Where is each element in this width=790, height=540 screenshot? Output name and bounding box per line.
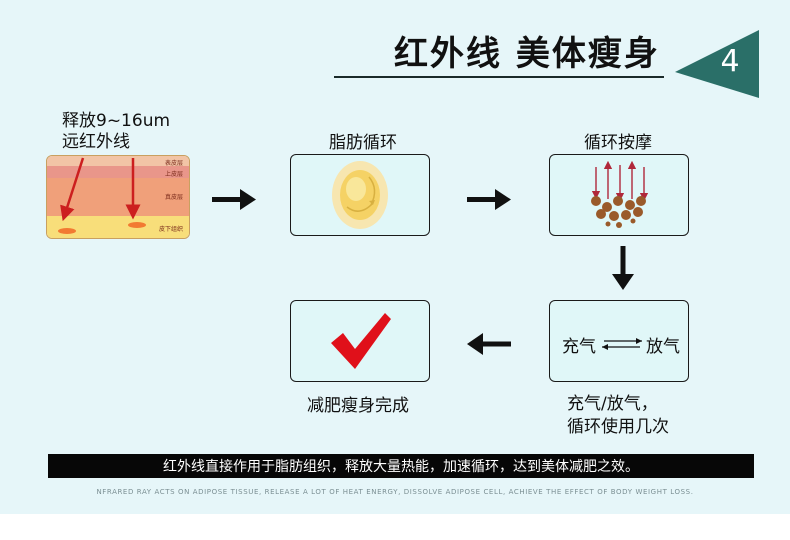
english-caption: NFRARED RAY ACTS ON ADIPOSE TISSUE, RELE… bbox=[96, 488, 694, 496]
intro-text: 释放9~16um 远红外线 bbox=[62, 111, 170, 153]
cycle-caption-line-2: 循环使用几次 bbox=[567, 417, 669, 437]
checkmark-icon bbox=[331, 313, 391, 369]
massage-fat-icon bbox=[591, 160, 649, 228]
step-number-badge bbox=[675, 30, 759, 98]
arrow-left-icon bbox=[467, 333, 511, 355]
page-title: 红外线 美体瘦身 bbox=[394, 34, 660, 74]
arrow-right-icon bbox=[212, 189, 256, 210]
skin-layer-label: 真皮层 bbox=[164, 194, 183, 201]
intro-line-1: 释放9~16um bbox=[62, 111, 171, 131]
skin-layer-label: 皮下组织 bbox=[158, 226, 183, 233]
step-label-massage: 循环按摩 bbox=[584, 133, 652, 153]
inflate-label: 充气 bbox=[562, 337, 596, 357]
infrared-rays-icon bbox=[58, 157, 146, 234]
layer-upper bbox=[47, 166, 189, 178]
layer-subcutaneous bbox=[47, 216, 189, 238]
arrow-down-icon bbox=[612, 246, 634, 290]
deflate-label: 放气 bbox=[646, 337, 680, 357]
intro-line-2: 远红外线 bbox=[62, 132, 130, 152]
skin-layers-illustration: 表皮层 上皮层 真皮层 皮下组织 bbox=[46, 155, 190, 239]
skin-layer-label: 表皮层 bbox=[164, 160, 183, 167]
step-box-fat-circulation bbox=[290, 154, 430, 236]
fat-cell-icon bbox=[332, 161, 388, 229]
skin-layer-label: 上皮层 bbox=[164, 171, 183, 178]
step-number: 4 bbox=[720, 44, 740, 79]
arrow-right-icon bbox=[467, 189, 511, 210]
layer-epidermis bbox=[47, 156, 189, 166]
step-box-inflate-deflate: 充气 放气 bbox=[549, 300, 689, 382]
summary-bar: 红外线直接作用于脂肪组织，释放大量热能，加速循环，达到美体减肥之效。 bbox=[48, 454, 754, 478]
diagram-canvas: 红外线 美体瘦身 4 释放9~16um 远红外线 表皮层 上皮层 真皮层 皮下组… bbox=[0, 0, 790, 514]
summary-text: 红外线直接作用于脂肪组织，释放大量热能，加速循环，达到美体减肥之效。 bbox=[163, 459, 639, 475]
step-box-massage bbox=[549, 154, 689, 236]
step-label-complete: 减肥瘦身完成 bbox=[307, 396, 409, 416]
swap-arrows-icon bbox=[602, 338, 642, 350]
step-label-fat-circulation: 脂肪循环 bbox=[329, 133, 397, 153]
cycle-caption-line-1: 充气/放气， bbox=[567, 394, 658, 414]
title-underline bbox=[334, 76, 664, 78]
step-box-complete bbox=[290, 300, 430, 382]
